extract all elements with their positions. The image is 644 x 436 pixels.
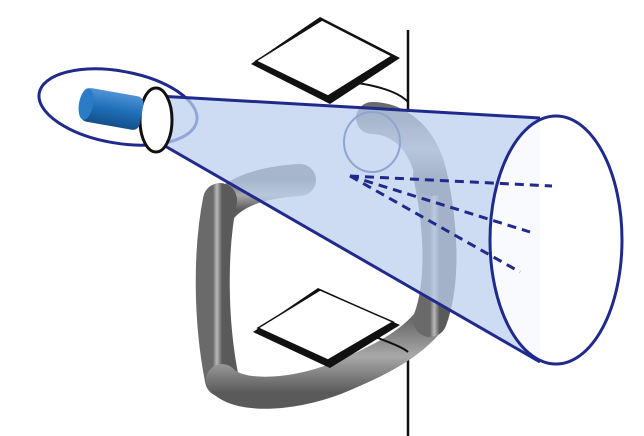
beam-cone-base [490, 116, 622, 364]
source-rod [76, 87, 144, 131]
c-frame-left-arm [213, 200, 222, 380]
upper-plate [251, 17, 408, 104]
lens [140, 88, 172, 152]
